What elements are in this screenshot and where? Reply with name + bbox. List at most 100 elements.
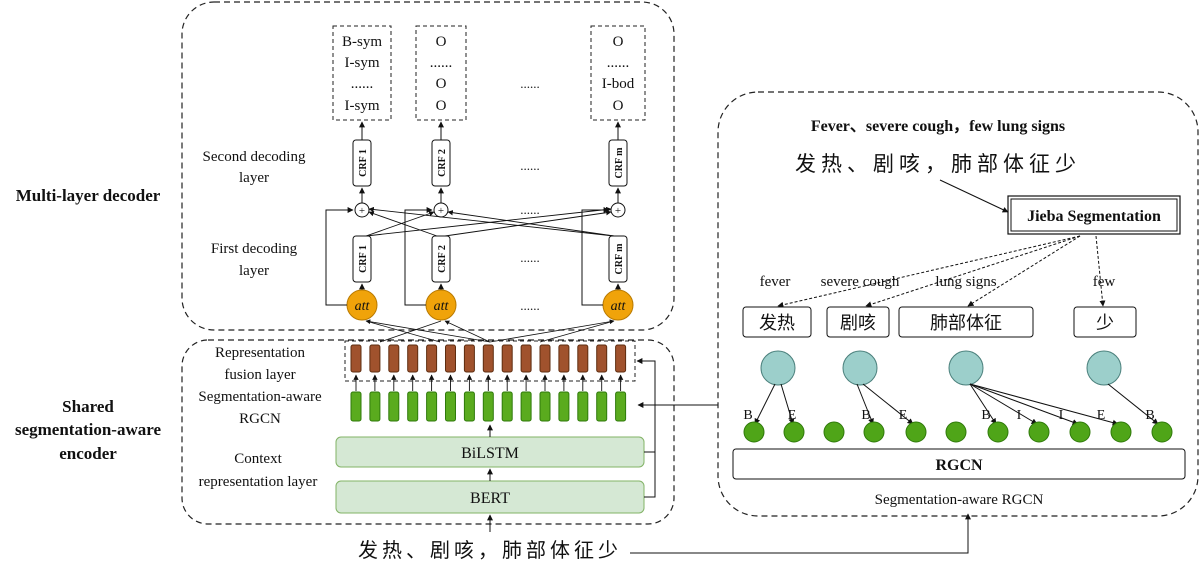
fusion-bar xyxy=(520,344,532,373)
fusion-bar xyxy=(388,344,400,373)
crf-box-first xyxy=(352,235,372,283)
edge-label: B xyxy=(1145,408,1154,423)
sum-sign: + xyxy=(615,205,621,217)
first-decoding-label-2: layer xyxy=(239,263,269,279)
ellipsis: ...... xyxy=(520,298,540,313)
word-zh: 剧咳 xyxy=(840,313,876,333)
rgcn-bar xyxy=(426,391,438,422)
fusion-layer-label-2: fusion layer xyxy=(224,367,295,383)
bar-arrows xyxy=(353,374,624,391)
fusion-bar xyxy=(615,344,627,373)
edge-label: B xyxy=(743,408,752,423)
sentence-to-jieba-arrow xyxy=(939,179,1009,213)
crf-box-second xyxy=(352,139,372,187)
ellipsis: ...... xyxy=(520,76,540,91)
rgcn-bar xyxy=(501,391,513,422)
rgcn-box xyxy=(732,448,1186,480)
word-en: severe cough xyxy=(821,274,900,290)
fusion-bar xyxy=(350,344,362,373)
bert-label: BERT xyxy=(470,490,510,507)
crf-label: CRF m xyxy=(614,243,625,275)
multi-layer-decoder-label: Multi-layer decoder xyxy=(16,186,161,205)
rgcn-bar xyxy=(482,391,494,422)
output-tag: ...... xyxy=(430,55,453,71)
rgcn-panel-caption: Segmentation-aware RGCN xyxy=(875,492,1044,508)
edge-label: I xyxy=(1059,408,1064,423)
context-layer-label-1: Context xyxy=(234,451,282,467)
crf-label: CRF 1 xyxy=(358,149,369,177)
first-decoding-label-1: First decoding xyxy=(211,241,298,257)
decoder-column-3: CRF m + CRF m att xyxy=(581,121,634,321)
crf-cross-connections xyxy=(365,206,615,237)
word-box xyxy=(742,306,812,338)
shared-encoder-label-2: segmentation-aware xyxy=(15,420,161,439)
output-tag: O xyxy=(613,98,624,114)
word-token-edges xyxy=(754,383,1159,426)
fusion-bar xyxy=(445,344,456,373)
output-tag: I-sym xyxy=(345,98,380,114)
crf-box-first xyxy=(431,235,451,283)
seg-rgcn-label-2: RGCN xyxy=(239,411,281,427)
chinese-sentence: 发热、剧咳，肺部体征少 xyxy=(795,152,1081,176)
rgcn-label: RGCN xyxy=(935,457,983,474)
att-label: att xyxy=(355,299,371,314)
word-zh: 发热 xyxy=(759,313,795,333)
word-box xyxy=(826,306,890,338)
word-en: lung signs xyxy=(935,274,996,290)
output-tag: O xyxy=(436,34,447,50)
rgcn-bar xyxy=(558,391,570,422)
segmentation-dashed-arrows xyxy=(777,235,1106,308)
sum-sign: + xyxy=(438,205,444,217)
rgcn-bar xyxy=(369,391,381,422)
rgcn-bar xyxy=(596,391,608,422)
jieba-box-inner xyxy=(1010,198,1178,232)
seg-rgcn-label-1: Segmentation-aware xyxy=(198,389,322,405)
edge-label: B xyxy=(981,408,990,423)
output-tag: I-sym xyxy=(345,55,380,71)
edge-label: E xyxy=(788,408,797,423)
fusion-bar xyxy=(577,344,589,373)
crf-label: CRF 1 xyxy=(358,245,369,273)
edge-label: B xyxy=(861,408,870,423)
crf-label: CRF 2 xyxy=(437,245,448,273)
fusion-bar xyxy=(426,344,438,373)
fusion-bars xyxy=(350,344,627,373)
output-tag: B-sym xyxy=(342,34,382,50)
crf-label: CRF m xyxy=(614,147,625,179)
fusion-bar xyxy=(407,344,419,373)
encoder-frame xyxy=(181,339,675,525)
fusion-bar xyxy=(463,344,475,373)
rgcn-bar xyxy=(407,391,419,422)
fusion-bar xyxy=(596,344,608,373)
rgcn-bar xyxy=(350,391,362,422)
word-zh: 肺部体征 xyxy=(930,313,1002,333)
rgcn-bar xyxy=(577,391,589,422)
edge-label: E xyxy=(899,408,908,423)
output-tags-box-1 xyxy=(332,25,392,121)
bert-skip-connection xyxy=(636,358,656,498)
ellipsis: ...... xyxy=(520,250,540,265)
fusion-layer-label-1: Representation xyxy=(215,345,305,361)
jieba-box-outer xyxy=(1007,195,1181,235)
att-input-connections xyxy=(365,319,615,343)
sum-sign: + xyxy=(359,205,365,217)
rgcn-bar xyxy=(388,391,400,422)
att-label: att xyxy=(611,299,627,314)
second-decoding-label-1: Second decoding xyxy=(203,149,306,165)
input-sentence: 发热、剧咳，肺部体征少 xyxy=(358,539,622,561)
rgcn-bar xyxy=(539,391,551,422)
fusion-bar xyxy=(558,344,570,373)
jieba-label: Jieba Segmentation xyxy=(1027,208,1161,225)
word-node xyxy=(760,350,796,386)
edge-label: E xyxy=(1097,408,1106,423)
fusion-bar xyxy=(482,344,494,373)
edge-label: I xyxy=(1017,408,1022,423)
word-node xyxy=(948,350,984,386)
english-sentence: Fever、severe cough，few lung signs xyxy=(811,118,1065,135)
rgcn-bar xyxy=(445,391,456,422)
word-zh: 少 xyxy=(1096,313,1114,333)
word-box xyxy=(898,306,1034,338)
rgcn-bar xyxy=(615,391,627,422)
output-tag: O xyxy=(613,34,624,50)
ellipsis: ...... xyxy=(520,158,540,173)
